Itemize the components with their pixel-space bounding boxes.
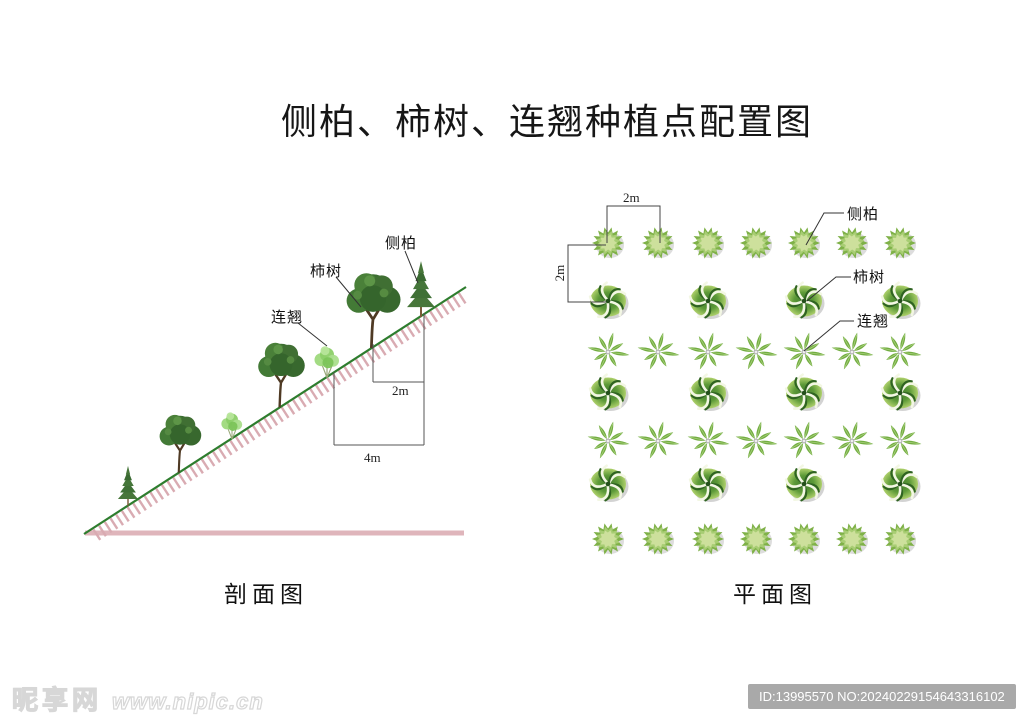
section-tree-lianqiao xyxy=(313,345,340,379)
section-diagram xyxy=(83,250,467,541)
plan-label-shishu: 柿树 xyxy=(853,270,886,286)
plan-symbol-shishu xyxy=(783,372,826,413)
plan-symbol-cebai xyxy=(592,523,624,555)
site-watermark: 昵享网 www.nipic.cn xyxy=(11,680,264,717)
plan-symbol-cebai xyxy=(740,227,772,259)
section-dim-2m: 2m xyxy=(392,383,409,398)
section-dimension-lines xyxy=(333,313,425,446)
section-label-shishu: 柿树 xyxy=(310,264,343,280)
section-tree-shishu xyxy=(345,271,402,350)
plan-symbol-shishu xyxy=(687,280,730,321)
plan-symbol-lianqiao xyxy=(878,420,923,460)
plan-symbol-lianqiao xyxy=(686,331,731,371)
plan-symbol-cebai xyxy=(592,227,624,259)
plan-symbol-cebai xyxy=(836,523,868,555)
plan-symbol-cebai xyxy=(740,523,772,555)
slope-hatching xyxy=(92,292,467,541)
plan-symbol-cebai xyxy=(884,227,916,259)
plan-symbol-lianqiao xyxy=(734,331,779,371)
plan-symbol-shishu xyxy=(879,463,922,504)
plan-dim-row-2m: 2m xyxy=(552,264,567,282)
plan-symbol-shishu xyxy=(879,372,922,413)
section-tree-shishu xyxy=(158,413,203,474)
page-title: 侧柏、柿树、连翘种植点配置图 xyxy=(281,102,814,142)
plan-symbol-cebai xyxy=(788,227,820,259)
plan-symbol-shishu xyxy=(587,280,630,321)
plan-dim-col-2m: 2m xyxy=(623,190,640,205)
plan-symbol-lianqiao xyxy=(636,331,681,371)
plan-symbol-lianqiao xyxy=(636,420,681,460)
plan-symbol-shishu xyxy=(687,463,730,504)
plan-dimension-horizontal xyxy=(606,205,661,243)
plan-label-cebai: 侧柏 xyxy=(847,207,880,223)
plan-caption: 平面图 xyxy=(733,582,817,607)
plan-label-lianqiao: 连翘 xyxy=(857,314,890,330)
watermark-site-name: 昵享网 xyxy=(11,684,103,715)
plan-symbol-cebai xyxy=(642,523,674,555)
plan-symbol-lianqiao xyxy=(830,420,875,460)
plan-symbol-shishu xyxy=(783,280,826,321)
section-label-lianqiao: 连翘 xyxy=(271,310,304,326)
plan-symbol-cebai xyxy=(692,523,724,555)
plan-symbol-cebai xyxy=(836,227,868,259)
section-leader-lines xyxy=(297,250,419,347)
plan-symbol-shishu xyxy=(783,463,826,504)
plan-symbol-lianqiao xyxy=(586,420,631,460)
plan-leader-lines xyxy=(803,212,854,352)
plan-symbol-lianqiao xyxy=(734,420,779,460)
section-tree-lianqiao xyxy=(220,411,243,440)
slope-surface-line xyxy=(83,286,467,535)
plan-symbol-shishu xyxy=(687,372,730,413)
plan-symbol-cebai xyxy=(884,523,916,555)
plan-symbol-lianqiao xyxy=(782,420,827,460)
plan-symbol-cebai xyxy=(692,227,724,259)
watermark-site-url: www.nipic.cn xyxy=(111,688,264,714)
section-dim-4m: 4m xyxy=(364,450,381,465)
plan-dimension-vertical xyxy=(567,244,606,303)
section-tree-shishu xyxy=(257,341,306,409)
plan-symbol-lianqiao xyxy=(830,331,875,371)
plan-symbol-cebai xyxy=(788,523,820,555)
plan-symbol-lianqiao xyxy=(686,420,731,460)
plan-symbol-shishu xyxy=(587,463,630,504)
section-label-cebai: 侧柏 xyxy=(385,236,418,252)
section-caption: 剖面图 xyxy=(224,582,308,607)
plan-symbol-lianqiao xyxy=(878,331,923,371)
plan-symbol-shishu xyxy=(587,372,630,413)
plan-diagram xyxy=(567,205,923,555)
plan-symbol-lianqiao xyxy=(586,331,631,371)
plan-symbol-cebai xyxy=(642,227,674,259)
section-trees xyxy=(117,260,436,507)
image-id-badge: ID:13995570 NO:20240229154643316102 xyxy=(748,684,1016,709)
